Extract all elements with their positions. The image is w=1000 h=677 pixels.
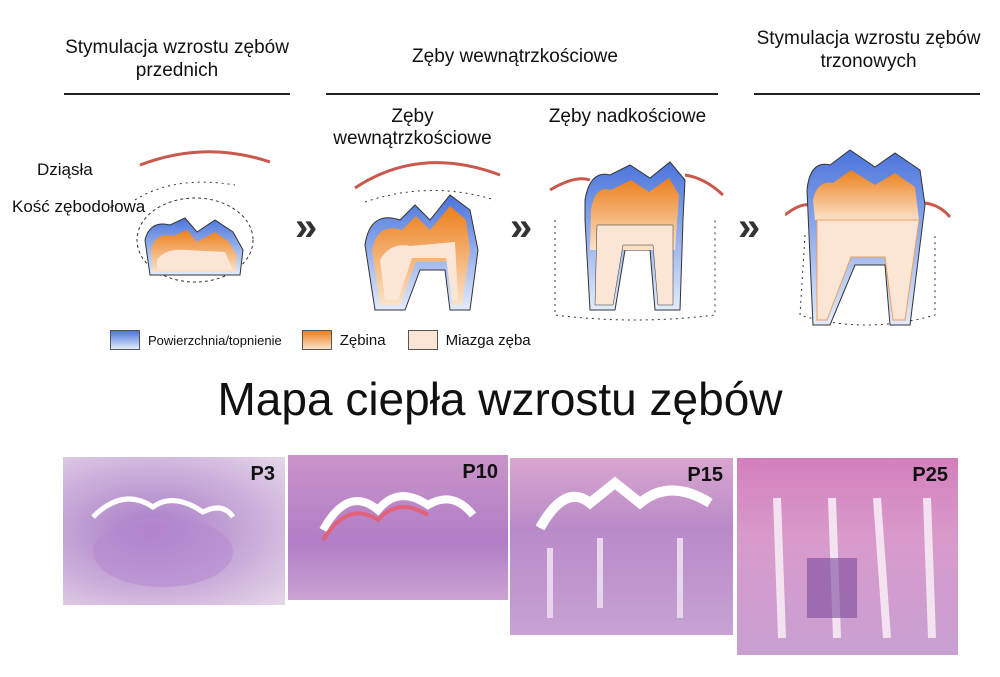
page-title: Mapa ciepła wzrostu zębów: [217, 373, 783, 425]
supraosseous-tooth-illustration: [549, 161, 725, 321]
histology-label: P10: [462, 461, 498, 483]
histology-label: P25: [912, 464, 948, 486]
histology-image-p10: P10: [288, 455, 508, 600]
header-anterior-teeth: Stymulacja wzrostu zębów przednich: [65, 37, 289, 81]
legend-label-pulp: Miazga zęba: [445, 331, 531, 349]
legend-swatch-dentin: [301, 330, 332, 350]
histology-label: P15: [687, 464, 723, 486]
label-gums: Dziąsła: [37, 160, 93, 179]
legend: Powierzchnia/topnienie Zębina Miazga zęb…: [110, 330, 531, 350]
legend-swatch-pulp: [407, 330, 438, 350]
arrow-icon: »: [295, 205, 317, 249]
divider: [326, 93, 718, 95]
legend-label-dentin: Zębina: [339, 331, 386, 349]
histology-image-p3: P3: [63, 457, 285, 605]
subheader-intraosseous: Zęby wewnątrzkościowe: [333, 106, 492, 149]
histology-label: P3: [250, 463, 275, 485]
divider: [64, 93, 290, 95]
arrow-icon: »: [738, 205, 760, 249]
arrow-icon: »: [510, 205, 532, 249]
legend-swatch-enamel: [110, 330, 140, 350]
header-molar-teeth: Stymulacja wzrostu zębów trzonowych: [756, 28, 981, 72]
label-alveolar-bone: Kość zębodołowa: [12, 197, 146, 216]
header-intraosseous: Zęby wewnątrzkościowe: [412, 46, 618, 67]
molar-tooth-illustration: [785, 149, 952, 326]
legend-label-enamel: Powierzchnia/topnienie: [148, 332, 282, 348]
histology-image-p25: P25: [737, 458, 958, 655]
tooth-bud-illustration: [134, 150, 271, 283]
divider: [754, 93, 980, 95]
histology-image-p15: P15: [510, 458, 733, 635]
intraosseous-tooth-illustration: [354, 161, 501, 311]
subheader-supraosseous: Zęby nadkościowe: [548, 106, 707, 127]
